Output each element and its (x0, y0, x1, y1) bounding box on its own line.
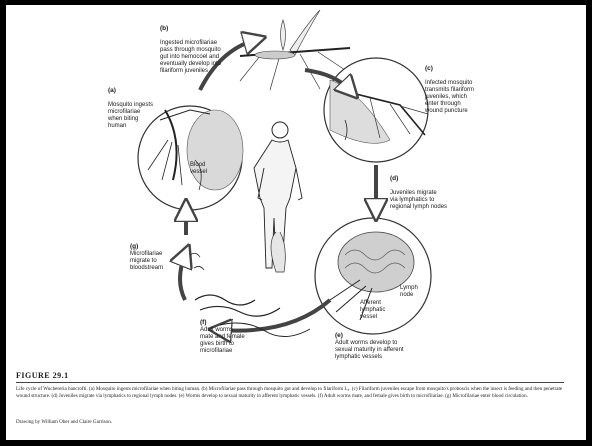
stage-e-text: Adult worms develop to sexual maturity i… (335, 340, 404, 360)
lymph-node-label: Lymph node (400, 285, 418, 299)
human-figure (254, 122, 302, 272)
figure-divider (16, 382, 564, 383)
figure-caption: Life cycle of Wuchereria bancrofti. (a) … (16, 386, 568, 399)
stage-g-text: Microfilariae migrate to bloodstream (130, 251, 163, 271)
inset-mosquito-biting (138, 106, 243, 210)
stage-d-label: (d) Juveniles migrate via lymphatics to … (390, 168, 447, 211)
stage-a-text: Mosquito ingests microfilariae when biti… (108, 102, 153, 129)
stage-g-label: (g) Microfilariae migrate to bloodstream (130, 236, 163, 272)
stage-d-text: Juveniles migrate via lymphatics to regi… (390, 190, 447, 210)
stage-b-text: Ingested microfilariae pass through mosq… (160, 40, 221, 74)
figure-credit: Drawing by William Ober and Claire Garri… (16, 419, 112, 425)
afferent-vessel-label: Afferent lymphatic vessel (360, 300, 385, 321)
stage-c-label: (c) Infected mosquito transmits filarifo… (425, 58, 474, 115)
figure-title: FIGURE 29.1 (16, 371, 69, 380)
stage-e-label: (e) Adult worms develop to sexual maturi… (335, 325, 404, 361)
stage-b-label: (b) Ingested microfilariae pass through … (160, 18, 221, 75)
stage-a-label: (a) Mosquito ingests microfilariae when … (108, 80, 153, 130)
stage-g-letter: (g) (130, 243, 138, 250)
stage-b-letter: (b) (160, 25, 168, 32)
stage-d-letter: (d) (390, 175, 398, 182)
inset-mosquito-transmitting (324, 58, 428, 162)
stage-c-text: Infected mosquito transmits filariform j… (425, 80, 474, 114)
stage-e-letter: (e) (335, 332, 343, 339)
blood-vessel-label: Blood vessel (190, 162, 207, 176)
stage-c-letter: (c) (425, 65, 433, 72)
stage-f-letter: (f) (200, 319, 207, 326)
stage-f-label: (f) Adult worms mate and female gives bi… (200, 312, 245, 355)
stage-f-text: Adult worms mate and female gives birth … (200, 327, 245, 354)
stage-a-letter: (a) (108, 87, 116, 94)
